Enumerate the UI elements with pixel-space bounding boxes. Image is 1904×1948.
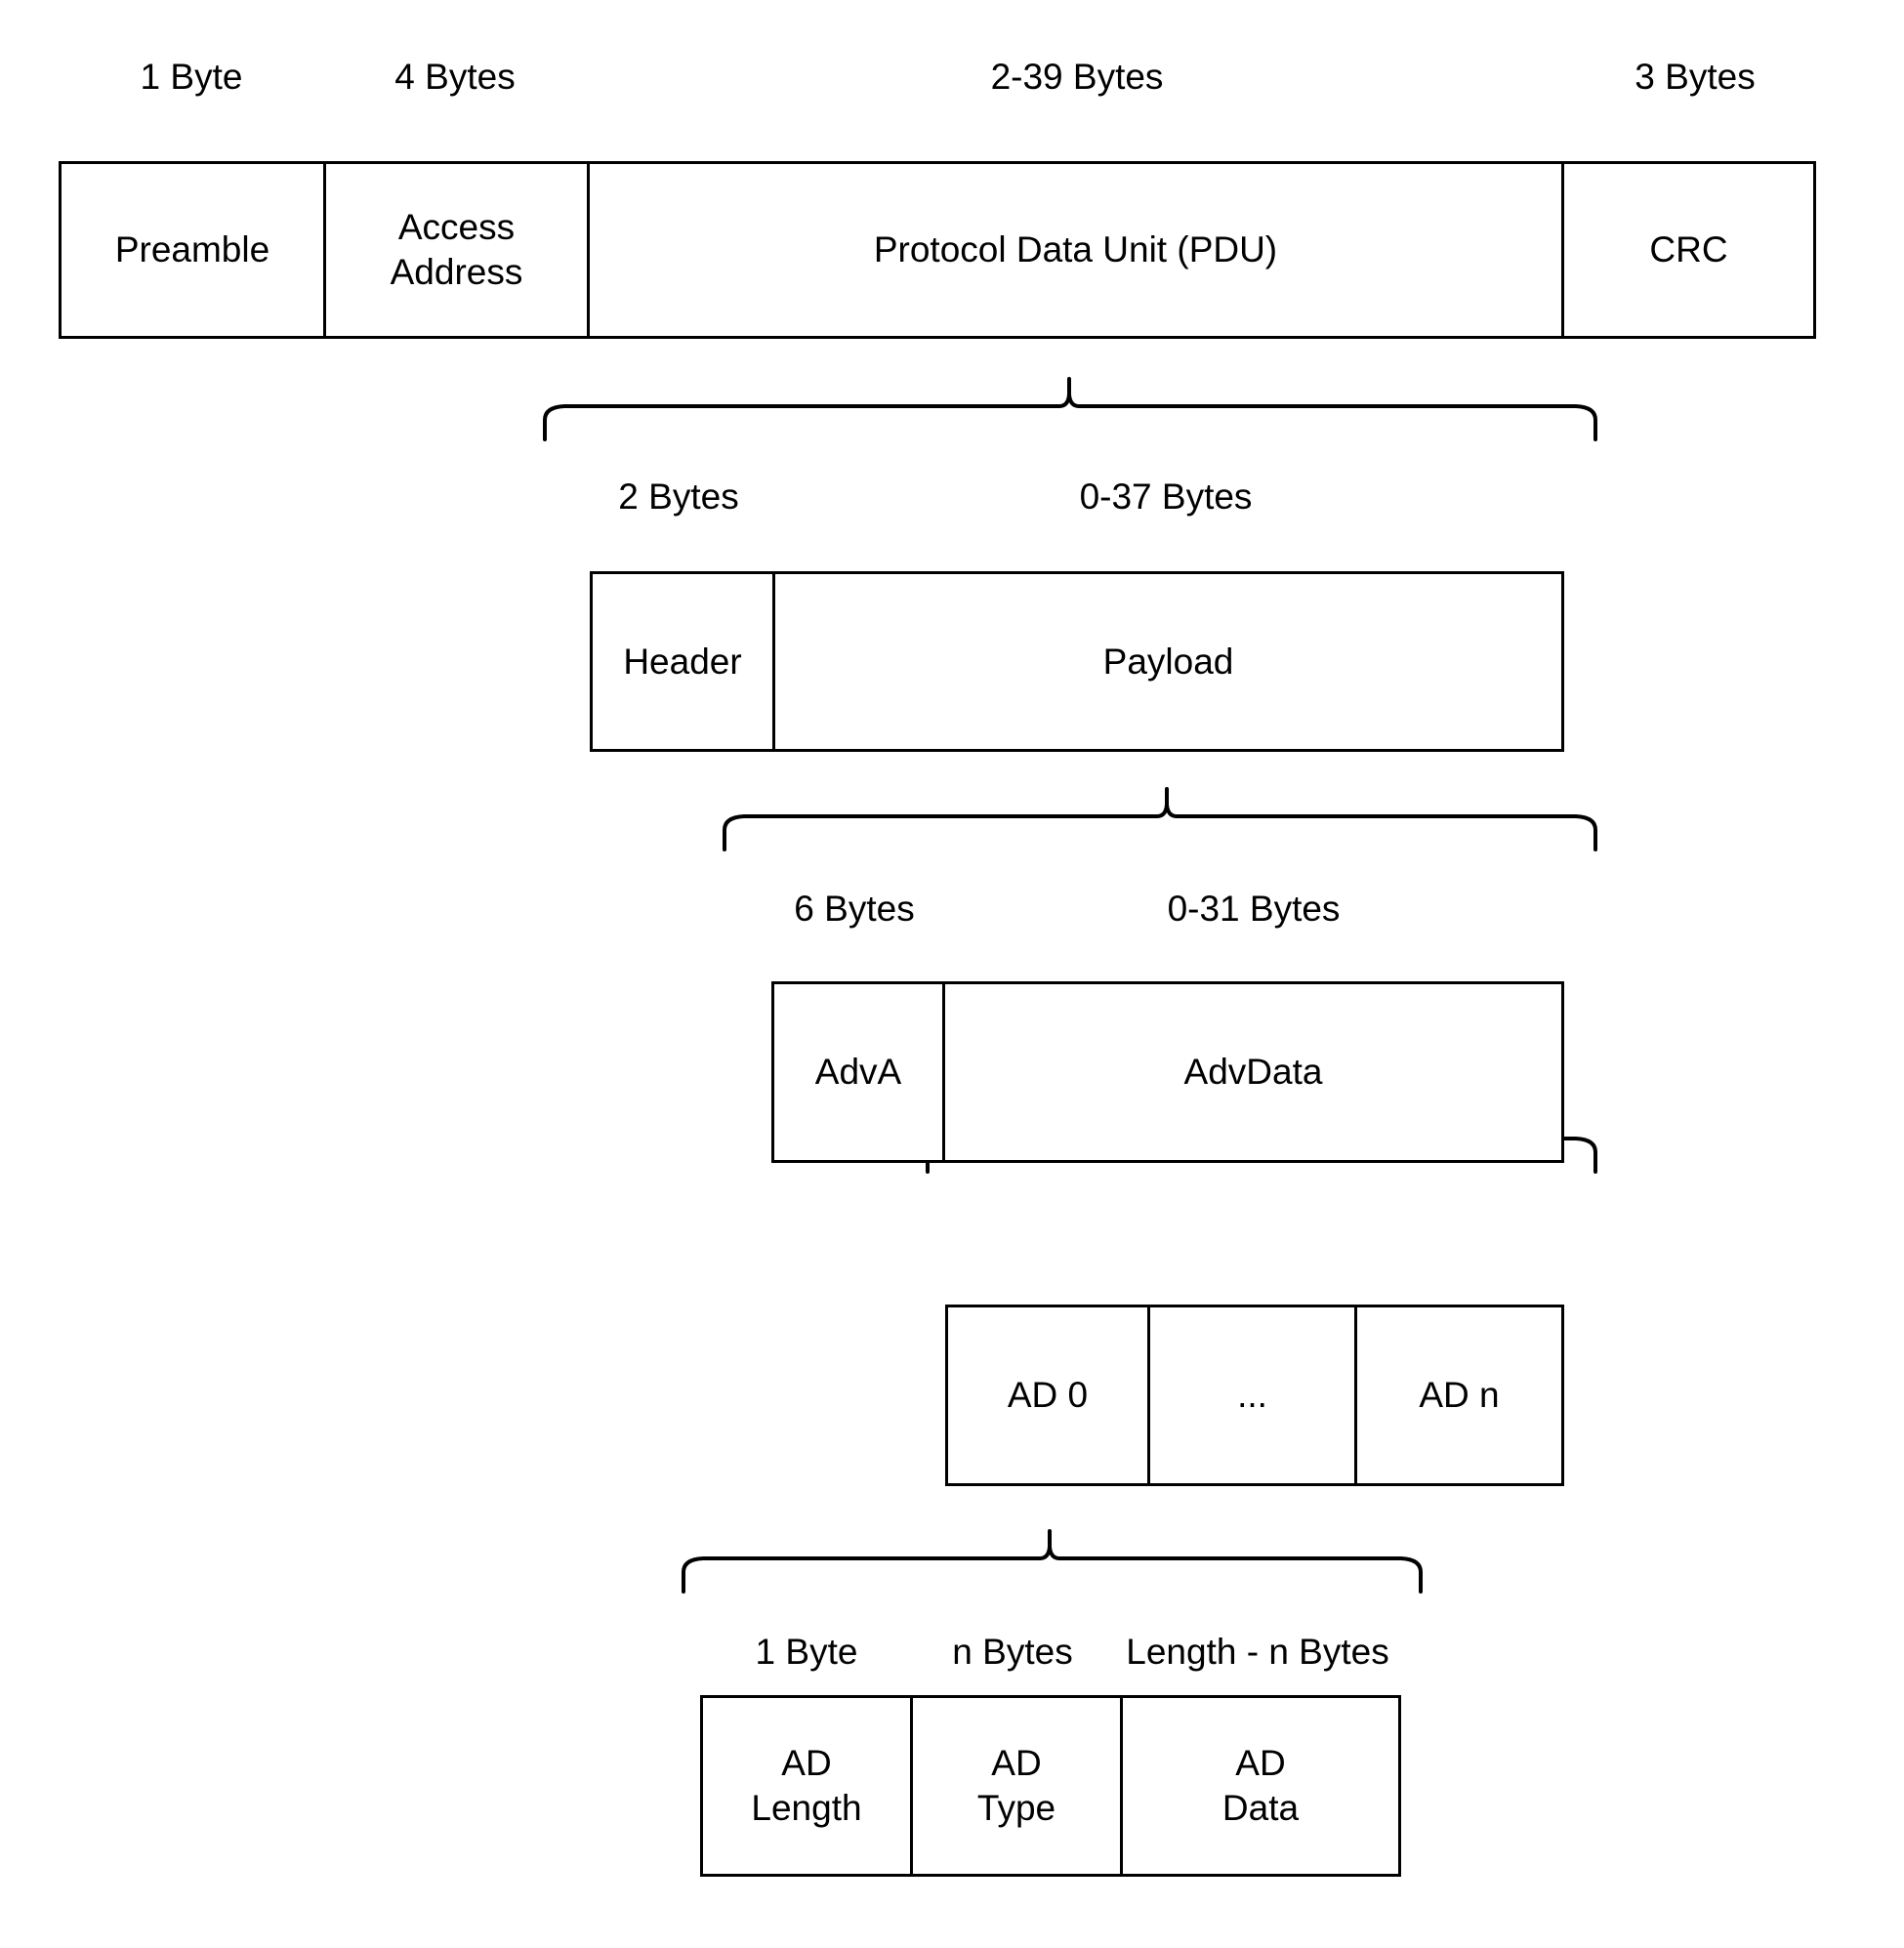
size-label-ad-data: Length - n Bytes [1126, 1632, 1389, 1672]
size-label-adva: 6 Bytes [794, 889, 915, 929]
field-advdata[interactable]: AdvData [945, 981, 1564, 1163]
brace-pdu [543, 377, 1597, 441]
size-label-pdu: 2-39 Bytes [990, 57, 1164, 97]
size-label-ad-type: n Bytes [952, 1632, 1073, 1672]
brace-payload [723, 787, 1597, 851]
size-label-preamble: 1 Byte [140, 57, 243, 97]
field-ad-n[interactable]: AD n [1357, 1305, 1564, 1486]
field-preamble[interactable]: Preamble [59, 161, 326, 339]
size-label-payload: 0-37 Bytes [1079, 477, 1253, 517]
field-header[interactable]: Header [590, 571, 775, 752]
field-crc[interactable]: CRC [1564, 161, 1816, 339]
size-label-header: 2 Bytes [618, 477, 739, 517]
size-label-access-address: 4 Bytes [394, 57, 516, 97]
brace-ad-structure [682, 1529, 1423, 1594]
field-adva[interactable]: AdvA [771, 981, 945, 1163]
field-ad-0[interactable]: AD 0 [945, 1305, 1150, 1486]
field-ad-ellipsis[interactable]: ... [1150, 1305, 1357, 1486]
field-pdu[interactable]: Protocol Data Unit (PDU) [590, 161, 1564, 339]
field-payload[interactable]: Payload [775, 571, 1564, 752]
size-label-advdata: 0-31 Bytes [1167, 889, 1341, 929]
size-label-crc: 3 Bytes [1635, 57, 1756, 97]
size-label-ad-length: 1 Byte [755, 1632, 858, 1672]
